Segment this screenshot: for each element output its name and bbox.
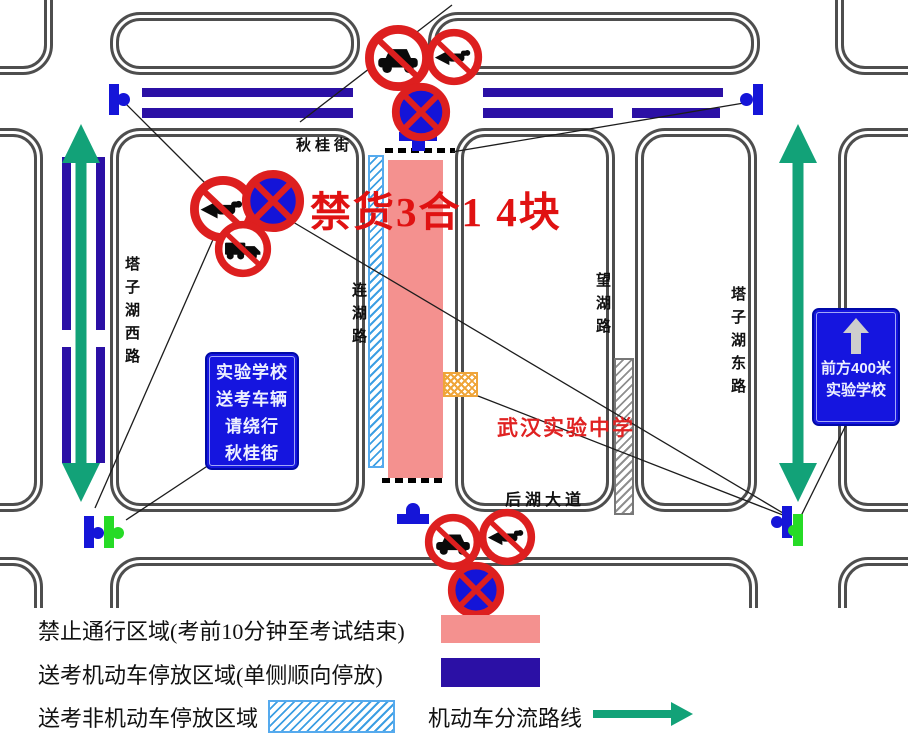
block-north-left: [110, 12, 360, 75]
no-stopping-icon: [391, 82, 451, 142]
board-line: 送考车辆: [216, 390, 288, 409]
street-label-qiugui: 秋桂街: [296, 138, 354, 154]
no-truck-icon: [214, 220, 272, 278]
street-label-tazihu-west: 塔子湖西路: [123, 256, 139, 371]
up-arrow-icon: [843, 318, 869, 354]
closure-barrier-icon: [412, 141, 425, 151]
no-horn-icon: [425, 28, 483, 86]
barrier-post-icon: [788, 525, 799, 536]
parking-bar: [632, 108, 720, 118]
barrier-post-icon: [92, 527, 104, 539]
gate-hatch-box: [443, 372, 478, 397]
detour-notice-board: 实验学校 送考车辆 请绕行 秋桂街: [205, 352, 299, 470]
legend-no-pass-label: 禁止通行区域(考前10分钟至考试结束): [38, 619, 405, 644]
parking-bar: [96, 157, 105, 330]
parking-bar: [142, 108, 353, 118]
closure-barrier-icon: [406, 503, 420, 516]
closure-barrier-icon: [397, 514, 429, 524]
barrier-post-icon: [782, 506, 792, 538]
no-stopping-icon: [447, 561, 505, 619]
block-west-edge: [0, 128, 43, 512]
legend-nonmotor-parking-label: 送考非机动车停放区域: [38, 706, 259, 731]
legend-motor-parking-label: 送考机动车停放区域(单侧顺向停放): [38, 663, 383, 688]
parking-bar: [483, 88, 723, 97]
parking-bar: [483, 108, 613, 118]
parking-bar: [96, 347, 105, 463]
no-horn-icon: [478, 508, 536, 566]
barrier-post-icon: [740, 93, 753, 106]
parking-bar: [62, 157, 71, 330]
block-se-corner: [838, 557, 908, 608]
ban-annotation: 禁货3合1 4块: [310, 189, 562, 235]
block-nw-corner: [0, 0, 53, 75]
block-sw-corner: [0, 557, 43, 608]
street-label-lianhu: 连湖路: [350, 282, 366, 351]
board-line: 秋桂街: [225, 444, 279, 463]
legend-flow-arrow-icon: [593, 702, 693, 726]
legend-nonmotor-parking-swatch: [268, 700, 395, 733]
street-label-wanghu: 望湖路: [594, 272, 610, 341]
barrier-post-icon: [771, 516, 783, 528]
board-line: 实验学校: [216, 363, 288, 382]
board-line: 请绕行: [225, 417, 279, 436]
barrier-post-icon: [104, 516, 114, 548]
board-line: 实验学校: [825, 382, 886, 399]
parking-bar: [142, 88, 353, 97]
school-ahead-board: 前方400米 实验学校: [812, 308, 900, 426]
barrier-post-icon: [753, 84, 763, 115]
street-label-houhu: 后湖大道: [505, 492, 586, 509]
legend-flow-label: 机动车分流路线: [428, 706, 583, 731]
block-ne-corner: [835, 0, 908, 75]
legend-motor-parking-swatch: [441, 658, 540, 687]
closure-dash-line: [382, 478, 444, 483]
barrier-post-icon: [109, 84, 119, 115]
school-name-label: 武汉实验中学: [497, 416, 635, 440]
legend-no-pass-swatch: [441, 615, 540, 643]
barrier-post-icon: [112, 527, 124, 539]
block-north-right: [428, 12, 760, 75]
parking-bar: [62, 347, 71, 463]
barrier-post-icon: [84, 516, 94, 548]
street-label-tazihu-east: 塔子湖东路: [729, 286, 745, 401]
barrier-post-icon: [117, 93, 130, 106]
board-line: 前方400米: [820, 360, 892, 377]
